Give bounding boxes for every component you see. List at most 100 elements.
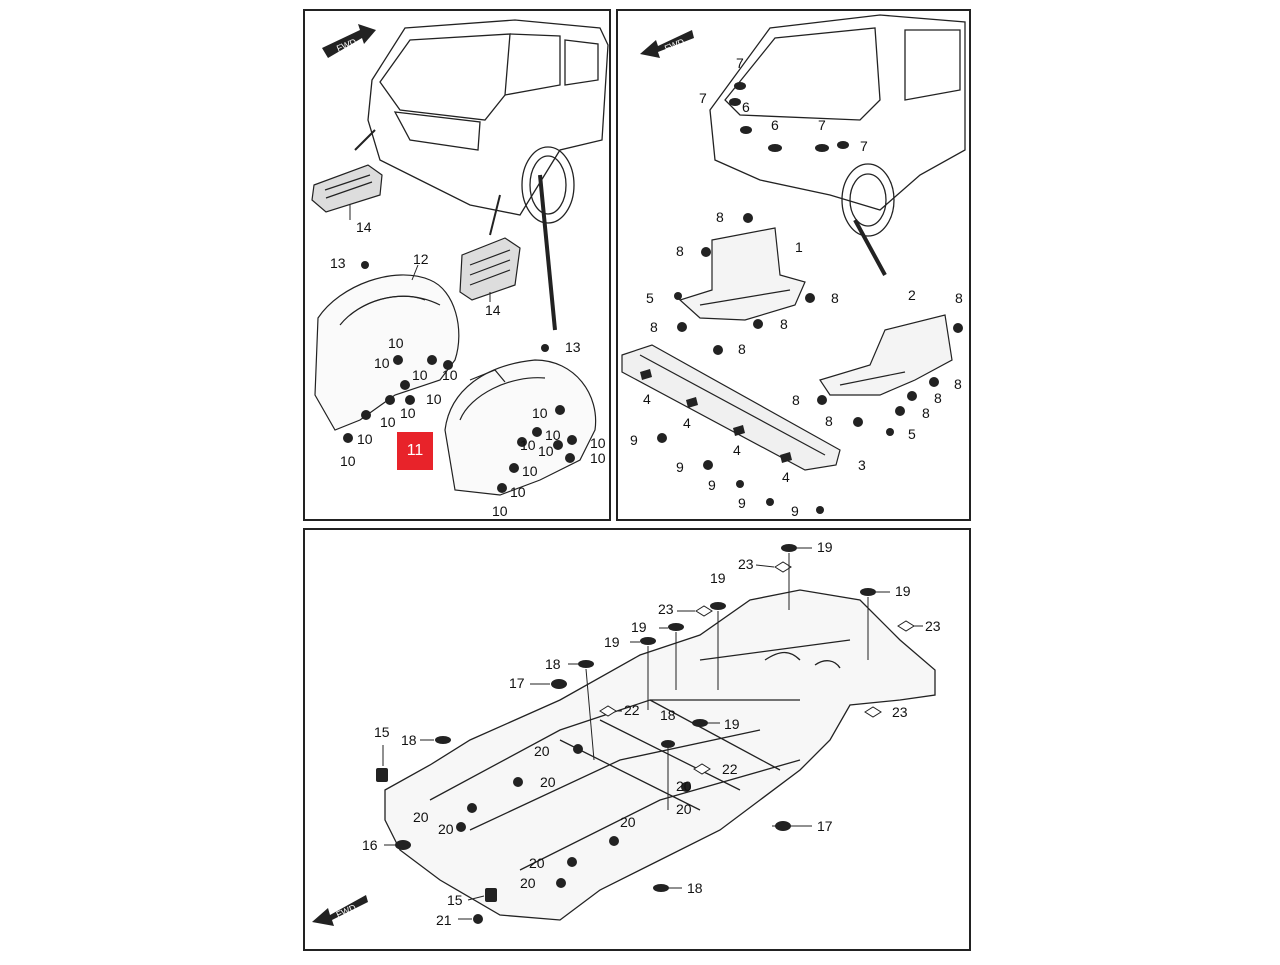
- callout: 20: [620, 814, 636, 830]
- callout: 7: [860, 138, 868, 154]
- callout: 13: [330, 255, 346, 271]
- callout: 18: [687, 880, 703, 896]
- callout: 8: [825, 413, 833, 429]
- callout: 4: [782, 469, 790, 485]
- callout: 5: [908, 426, 916, 442]
- callout: 6: [771, 117, 779, 133]
- callout: 10: [510, 484, 526, 500]
- callout: 22: [722, 761, 738, 777]
- callout: 9: [676, 459, 684, 475]
- callout: 20: [676, 778, 692, 794]
- callout: 20: [534, 743, 550, 759]
- callout: 8: [831, 290, 839, 306]
- callout: 19: [724, 716, 740, 732]
- callout: 10: [492, 503, 508, 519]
- callout: 23: [738, 556, 754, 572]
- leader-lines-bottom: [382, 547, 923, 920]
- callout: 8: [650, 319, 658, 335]
- callout: 9: [791, 503, 799, 519]
- callout: 20: [529, 855, 545, 871]
- callout: 1: [795, 239, 803, 255]
- callout: 4: [643, 391, 651, 407]
- callout: 8: [716, 209, 724, 225]
- callout: 14: [356, 219, 372, 235]
- callout: 10: [522, 463, 538, 479]
- panel-frame-bottom: [303, 528, 971, 951]
- callout: 10: [590, 450, 606, 466]
- callout: 20: [540, 774, 556, 790]
- highlighted-part-label[interactable]: 11: [397, 432, 433, 470]
- plugs-top-right: [729, 82, 849, 152]
- callout: 7: [699, 90, 707, 106]
- callout: 10: [590, 435, 606, 451]
- callout: 8: [934, 390, 942, 406]
- callout: 8: [955, 290, 963, 306]
- callout: 17: [509, 675, 525, 691]
- callout: 9: [630, 432, 638, 448]
- callout: 8: [792, 392, 800, 408]
- callout: 7: [736, 55, 744, 71]
- part-2-undercover: [819, 314, 953, 396]
- callout: 22: [624, 702, 640, 718]
- callout: 10: [357, 431, 373, 447]
- callouts-top-right: 7 7 6 6 7 7 8 8 1 8 5 8 8 8 2 8 8 8 8 8 …: [630, 55, 963, 519]
- callout: 10: [545, 427, 561, 443]
- diamond-grommets: [599, 561, 915, 775]
- fwd-arrow-top-right: FWD: [640, 30, 694, 58]
- part-14-trim-upper: [311, 164, 383, 213]
- callout: 16: [362, 837, 378, 853]
- callout: 10: [380, 414, 396, 430]
- fasteners-top-left: [343, 261, 577, 493]
- callout: 19: [631, 619, 647, 635]
- callout: 3: [858, 457, 866, 473]
- callouts-top-left: 14 14 13 12 13 10 10 10 10 10 10 10 10 1…: [330, 219, 606, 519]
- callout: 18: [401, 732, 417, 748]
- callout: 10: [400, 405, 416, 421]
- floor-underbody-panel: [384, 589, 936, 921]
- grommets-bottom: [376, 544, 876, 924]
- part-1-undercover: [678, 227, 806, 321]
- fasteners-top-right: [640, 213, 963, 514]
- callout: 10: [520, 437, 536, 453]
- callout: 14: [485, 302, 501, 318]
- panel-frame-top-right: [616, 9, 971, 521]
- callout: 12: [413, 251, 429, 267]
- fwd-label: FWD: [663, 36, 686, 53]
- callout: 23: [892, 704, 908, 720]
- callout: 10: [412, 367, 428, 383]
- part-3-crossmember: [621, 344, 841, 471]
- callout: 21: [436, 912, 452, 928]
- callout: 6: [742, 99, 750, 115]
- callout: 10: [442, 367, 458, 383]
- callout: 7: [818, 117, 826, 133]
- callout: 5: [646, 290, 654, 306]
- callout: 4: [683, 415, 691, 431]
- callout: 13: [565, 339, 581, 355]
- callout: 19: [895, 583, 911, 599]
- callout: 8: [780, 316, 788, 332]
- callout: 8: [922, 405, 930, 421]
- callout: 20: [413, 809, 429, 825]
- fwd-arrow-top-left: FWD: [322, 24, 376, 58]
- callout: 19: [710, 570, 726, 586]
- callout: 2: [908, 287, 916, 303]
- callout: 23: [658, 601, 674, 617]
- part-11-wheel-liner-right: [444, 359, 597, 496]
- part-14-trim-lower: [459, 237, 521, 301]
- callout: 18: [545, 656, 561, 672]
- callout: 9: [738, 495, 746, 511]
- callout: 15: [447, 892, 463, 908]
- callout: 20: [438, 821, 454, 837]
- callout: 9: [708, 477, 716, 493]
- part-12-wheel-liner-left: [314, 274, 460, 431]
- callout: 8: [954, 376, 962, 392]
- callout: 20: [676, 801, 692, 817]
- callout: 10: [538, 443, 554, 459]
- callout: 19: [817, 539, 833, 555]
- callout: 15: [374, 724, 390, 740]
- callout: 17: [817, 818, 833, 834]
- vehicle-rear-outline-right: [709, 14, 966, 276]
- callout: 10: [340, 453, 356, 469]
